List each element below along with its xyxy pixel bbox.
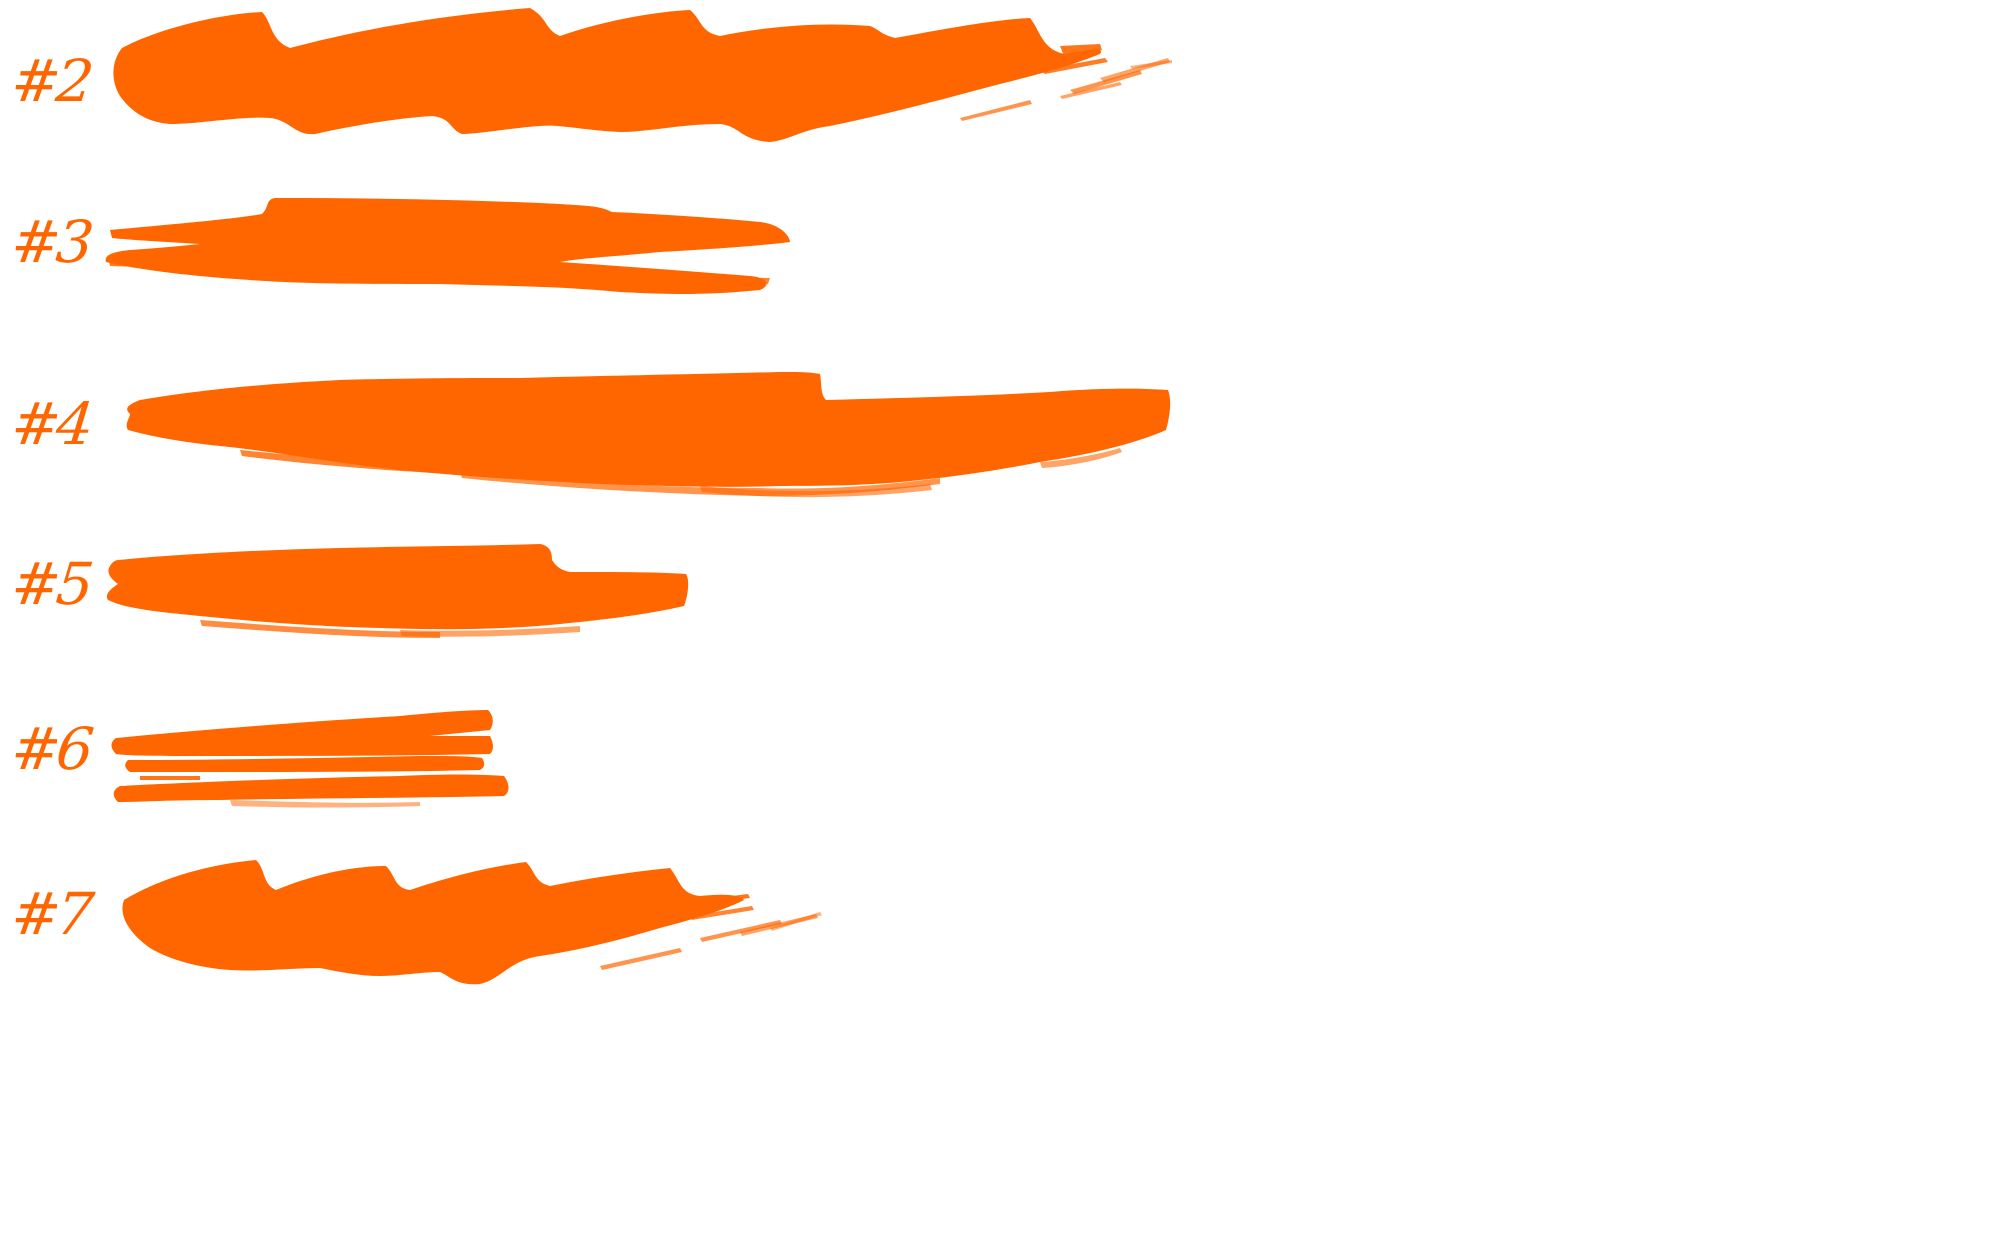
- brush-stroke-2: [113, 8, 1172, 142]
- brush-stroke-7: [122, 860, 822, 985]
- brush-stroke-5: [106, 544, 689, 638]
- brush-stroke-4: [126, 372, 1171, 498]
- brush-sample-canvas: #2 #3 #4 #5: [8, 8, 1172, 985]
- brush-stroke-6: [111, 710, 509, 808]
- brush-stroke-3: [105, 198, 790, 294]
